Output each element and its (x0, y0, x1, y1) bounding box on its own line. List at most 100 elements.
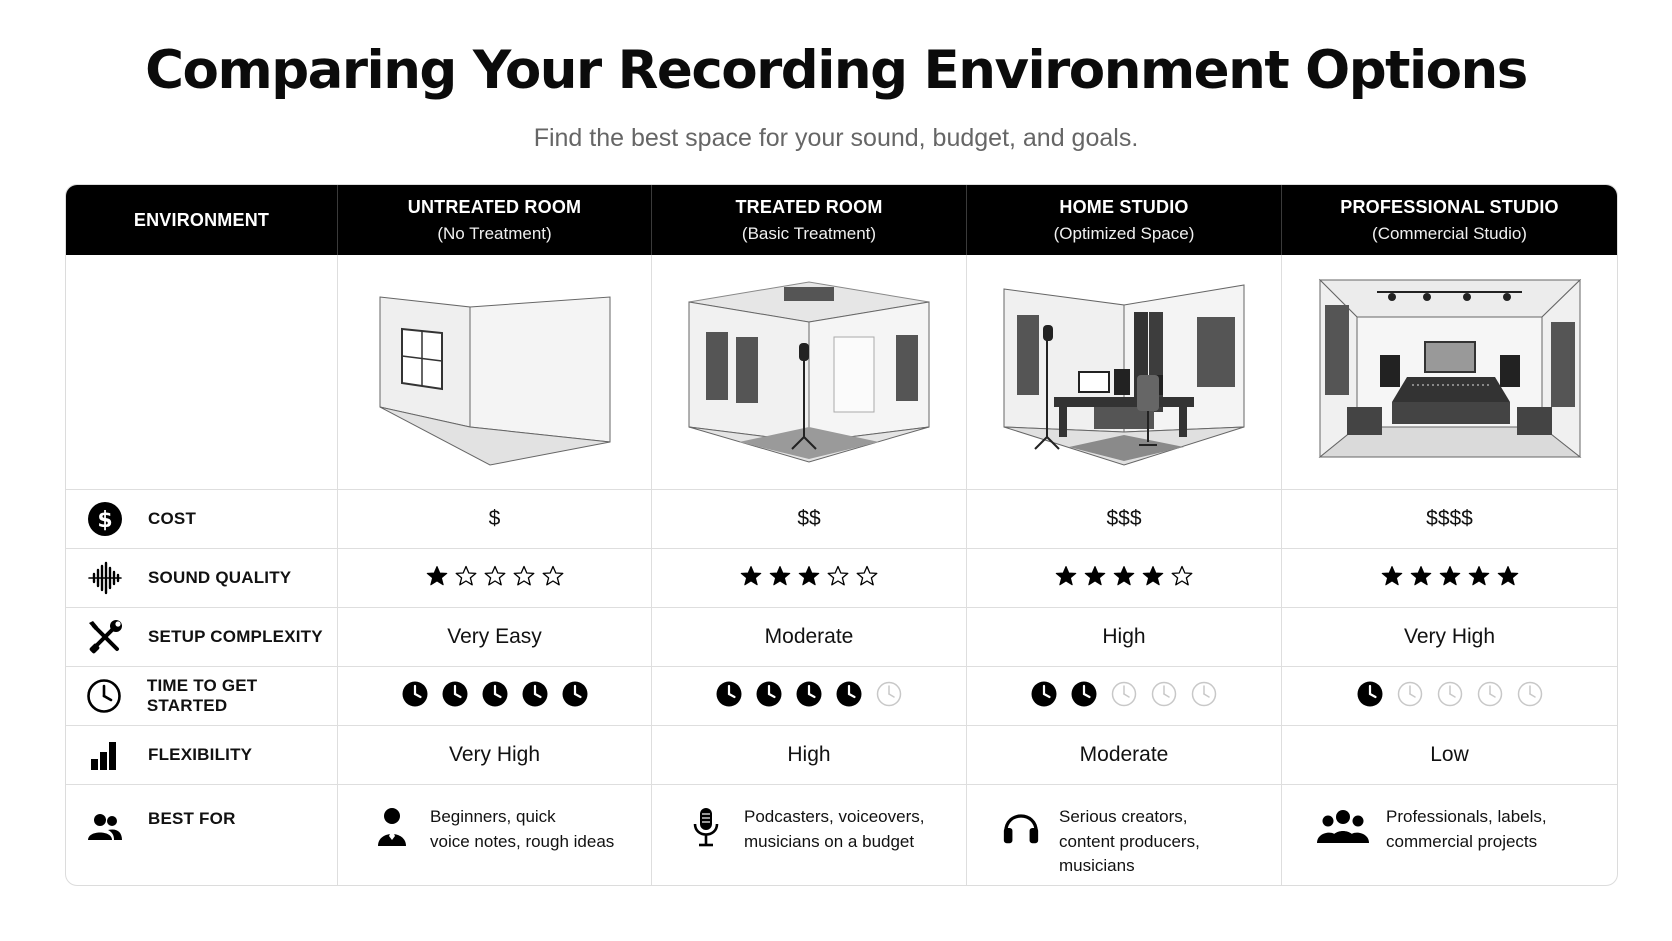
illustration-row (66, 255, 1617, 490)
star-filled-icon (769, 565, 791, 592)
setup-home-studio: High (967, 608, 1282, 666)
star-empty-icon (455, 565, 477, 592)
time-home-studio (967, 667, 1282, 725)
row-best-for-label: BEST FOR (66, 785, 338, 885)
row-setup-complexity: SETUP COMPLEXITY Very Easy Moderate High… (66, 608, 1617, 667)
microphone-icon (686, 805, 726, 849)
clock-filled-icon (1357, 681, 1383, 712)
star-rating (1055, 565, 1193, 592)
clock-empty-icon (1437, 681, 1463, 712)
sound-quality-professional (1282, 549, 1617, 607)
time-untreated (338, 667, 652, 725)
row-flexibility: FLEXIBILITY Very High High Moderate Low (66, 726, 1617, 785)
dollar-icon: $ (86, 500, 124, 538)
clock-empty-icon (1191, 681, 1217, 712)
flexibility-untreated: Very High (338, 726, 652, 784)
untreated-room-illustration (338, 255, 652, 489)
header-professional-studio: PROFESSIONAL STUDIO (Commercial Studio) (1340, 196, 1559, 243)
clock-filled-icon (1031, 681, 1057, 712)
cost-home-studio: $$$ (967, 490, 1282, 548)
clock-empty-icon (1517, 681, 1543, 712)
clock-filled-icon (522, 681, 548, 712)
bar-chart-icon (86, 736, 124, 774)
time-treated (652, 667, 967, 725)
clock-rating (1357, 681, 1543, 712)
star-filled-icon (1084, 565, 1106, 592)
clock-icon (86, 677, 123, 715)
home-studio-illustration (967, 255, 1282, 489)
time-professional (1282, 667, 1617, 725)
row-cost: $ COST $ $$ $$$ $$$$ (66, 490, 1617, 549)
row-setup-complexity-label: SETUP COMPLEXITY (66, 608, 338, 666)
cost-treated: $$ (652, 490, 967, 548)
headphones-icon (1001, 805, 1041, 849)
waveform-icon (86, 559, 124, 597)
star-empty-icon (484, 565, 506, 592)
row-flexibility-label: FLEXIBILITY (66, 726, 338, 784)
clock-empty-icon (1151, 681, 1177, 712)
best-for-text: Professionals, labels, commercial projec… (1386, 807, 1547, 851)
star-filled-icon (1113, 565, 1135, 592)
star-empty-icon (1171, 565, 1193, 592)
star-filled-icon (1142, 565, 1164, 592)
page-subtitle: Find the best space for your sound, budg… (533, 124, 1139, 152)
clock-empty-icon (1111, 681, 1137, 712)
row-sound-quality-label: SOUND QUALITY (66, 549, 338, 607)
row-time-to-get-started: TIME TO GET STARTED (66, 667, 1617, 726)
clock-empty-icon (1477, 681, 1503, 712)
star-filled-icon (1381, 565, 1403, 592)
header-treated-room: TREATED ROOM (Basic Treatment) (652, 185, 967, 255)
star-filled-icon (426, 565, 448, 592)
star-filled-icon (798, 565, 820, 592)
clock-filled-icon (1071, 681, 1097, 712)
clock-empty-icon (876, 681, 902, 712)
sound-quality-untreated (338, 549, 652, 607)
group-icon (1316, 805, 1370, 849)
best-for-professional: Professionals, labels, commercial projec… (1282, 785, 1617, 885)
sound-quality-treated (652, 549, 967, 607)
best-for-text: Beginners, quick voice notes, rough idea… (430, 807, 615, 851)
star-empty-icon (856, 565, 878, 592)
header-untreated-room: UNTREATED ROOM (No Treatment) (338, 185, 652, 255)
clock-filled-icon (402, 681, 428, 712)
clock-filled-icon (716, 681, 742, 712)
clock-filled-icon (796, 681, 822, 712)
star-filled-icon (1410, 565, 1432, 592)
page-title: Comparing Your Recording Environment Opt… (145, 40, 1528, 101)
tools-icon (86, 618, 124, 656)
clock-rating (402, 681, 588, 712)
clock-rating (1031, 681, 1217, 712)
best-for-untreated: Beginners, quick voice notes, rough idea… (338, 785, 652, 885)
best-for-treated: Podcasters, voiceovers, musicians on a b… (652, 785, 967, 885)
star-rating (1381, 565, 1519, 592)
clock-filled-icon (756, 681, 782, 712)
clock-filled-icon (562, 681, 588, 712)
star-empty-icon (542, 565, 564, 592)
best-for-text: Serious creators, content producers, mus… (1059, 807, 1200, 875)
flexibility-home-studio: Moderate (967, 726, 1282, 784)
setup-professional: Very High (1403, 625, 1496, 648)
sound-quality-home-studio (967, 549, 1282, 607)
star-rating (740, 565, 878, 592)
header-environment: ENVIRONMENT (66, 185, 338, 255)
star-empty-icon (827, 565, 849, 592)
illustration-row-label (66, 255, 338, 489)
star-filled-icon (1439, 565, 1461, 592)
setup-untreated: Very Easy (338, 608, 652, 666)
row-best-for: BEST FOR Beginners, quick voice notes, r… (66, 785, 1617, 885)
users-icon (86, 809, 124, 847)
star-empty-icon (513, 565, 535, 592)
flexibility-professional: Low (1430, 743, 1469, 766)
star-filled-icon (1468, 565, 1490, 592)
clock-filled-icon (482, 681, 508, 712)
best-for-home-studio: Serious creators, content producers, mus… (967, 785, 1282, 885)
comparison-table: ENVIRONMENT UNTREATED ROOM (No Treatment… (65, 184, 1618, 886)
cost-professional: $$$$ (1426, 507, 1473, 530)
person-icon (372, 805, 412, 849)
star-filled-icon (740, 565, 762, 592)
star-filled-icon (1055, 565, 1077, 592)
row-time-label: TIME TO GET STARTED (66, 667, 338, 725)
clock-rating (716, 681, 902, 712)
best-for-text: Podcasters, voiceovers, musicians on a b… (744, 807, 925, 851)
cost-untreated: $ (338, 490, 652, 548)
